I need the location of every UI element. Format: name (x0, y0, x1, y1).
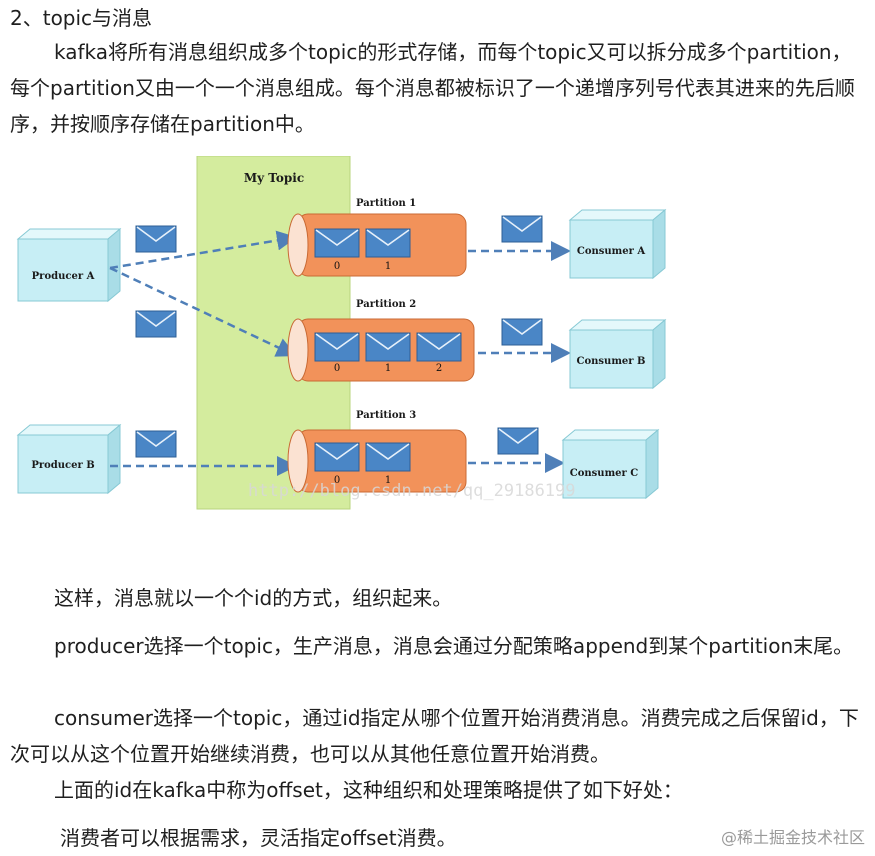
paragraph-consumer: consumer选择一个topic，通过id指定从哪个位置开始消费消息。消费完成… (10, 706, 859, 766)
paragraph-producer: producer选择一个topic，生产消息，消息会通过分配策略append到某… (54, 634, 854, 658)
envelope-icon (135, 225, 177, 253)
consumer-b-box: Consumer B (568, 318, 667, 390)
partition-3-label: Partition 3 (356, 410, 416, 421)
partition-3-cylinder: 0 1 (287, 429, 467, 493)
envelope-icon (497, 427, 539, 455)
envelope-icon (365, 332, 411, 362)
arrow-producer-a-p2 (109, 266, 297, 357)
envelope-icon (416, 332, 462, 362)
producer-b-label: Producer B (31, 460, 94, 471)
offset-label: 2 (436, 363, 442, 374)
producer-b-box: Producer B (16, 423, 122, 495)
envelope-icon (365, 228, 411, 258)
envelope-icon (314, 332, 360, 362)
envelope-icon (501, 215, 543, 243)
offset-label: 1 (385, 363, 391, 374)
envelope-icon (501, 318, 543, 346)
partition-2-label: Partition 2 (356, 299, 416, 310)
consumer-a-label: Consumer A (577, 246, 645, 257)
envelope-icon (314, 228, 360, 258)
paragraph-offset-id: 这样，消息就以一个个id的方式，组织起来。 (54, 586, 453, 610)
csdn-watermark: http://blog.csdn.net/qq_29186199 (248, 481, 576, 501)
producer-a-box: Producer A (16, 227, 122, 303)
section-heading: 2、topic与消息 (10, 6, 153, 30)
offset-label: 1 (385, 261, 391, 272)
paragraph-topic-intro: kafka将所有消息组织成多个topic的形式存储，而每个topic又可以拆分成… (10, 40, 855, 136)
kafka-topic-diagram: My Topic Producer A Producer B Partition… (16, 156, 667, 510)
partition-1-cylinder: 0 1 (287, 213, 467, 277)
envelope-icon (314, 442, 360, 472)
juejin-watermark: @稀土掘金技术社区 (720, 828, 865, 847)
paragraph-flexible-offset: 消费者可以根据需求，灵活指定offset消费。 (60, 826, 457, 850)
consumer-c-label: Consumer C (570, 468, 638, 479)
offset-label: 0 (334, 363, 340, 374)
envelope-icon (135, 310, 177, 338)
consumer-a-box: Consumer A (568, 208, 667, 280)
consumer-c-box: Consumer C (561, 428, 660, 500)
envelope-icon (135, 430, 177, 458)
topic-label: My Topic (244, 171, 304, 185)
paragraph-offset-benefit: 上面的id在kafka中称为offset，这种组织和处理策略提供了如下好处： (54, 778, 683, 802)
partition-1-label: Partition 1 (356, 198, 416, 209)
producer-a-label: Producer A (32, 271, 95, 282)
offset-label: 0 (334, 261, 340, 272)
consumer-b-label: Consumer B (577, 356, 646, 367)
envelope-icon (365, 442, 411, 472)
arrow-producer-a-p1 (109, 230, 297, 270)
partition-2-cylinder: 0 1 2 (287, 318, 475, 382)
offset-label: 0 (334, 475, 340, 486)
offset-label: 1 (385, 475, 391, 486)
